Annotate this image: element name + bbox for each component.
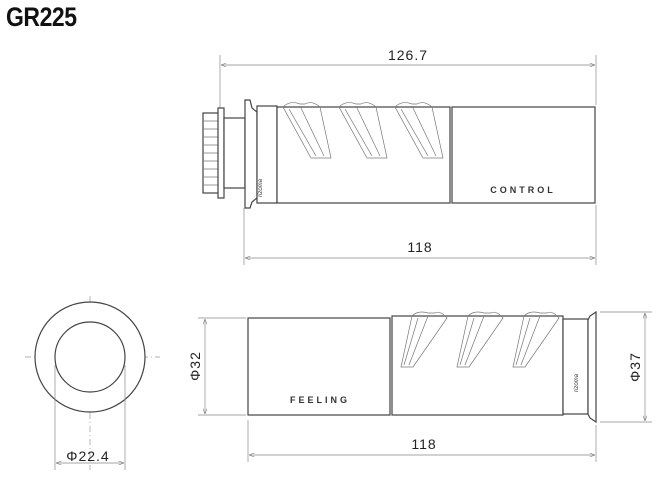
dimension-32: Φ32 [187, 351, 203, 381]
feeling-label: FEELING [290, 395, 350, 405]
flange-top [244, 99, 258, 209]
bottom-grip-view: Φ32 Φ37 118 FEELING rizoma [187, 310, 652, 462]
dimension-22-4: Φ22.4 [66, 448, 109, 464]
grip-fins-top [282, 102, 444, 159]
grip-segment-2-top [451, 106, 596, 204]
svg-text:rizoma: rizoma [574, 373, 580, 392]
flange-bottom [587, 310, 597, 424]
svg-text:rizoma: rizoma [258, 178, 264, 197]
dimension-126-7: 126.7 [388, 47, 428, 63]
dimension-118-bottom: 118 [411, 436, 436, 452]
top-grip-view: 126.7 118 rizoma CONTROL [202, 47, 597, 265]
end-view: Φ22.4 [25, 296, 160, 470]
hub [223, 117, 246, 189]
dimension-118-top: 118 [407, 239, 432, 255]
neck-bottom [562, 318, 589, 415]
grip-fins-bottom [400, 311, 560, 368]
inner-circle [54, 321, 126, 393]
control-label: CONTROL [490, 185, 556, 195]
drawing-title: GR225 [6, 2, 77, 32]
dimension-37: Φ37 [627, 352, 643, 382]
grip-segment-2-bottom [391, 315, 564, 416]
grip-segment-1-bottom [247, 317, 391, 416]
